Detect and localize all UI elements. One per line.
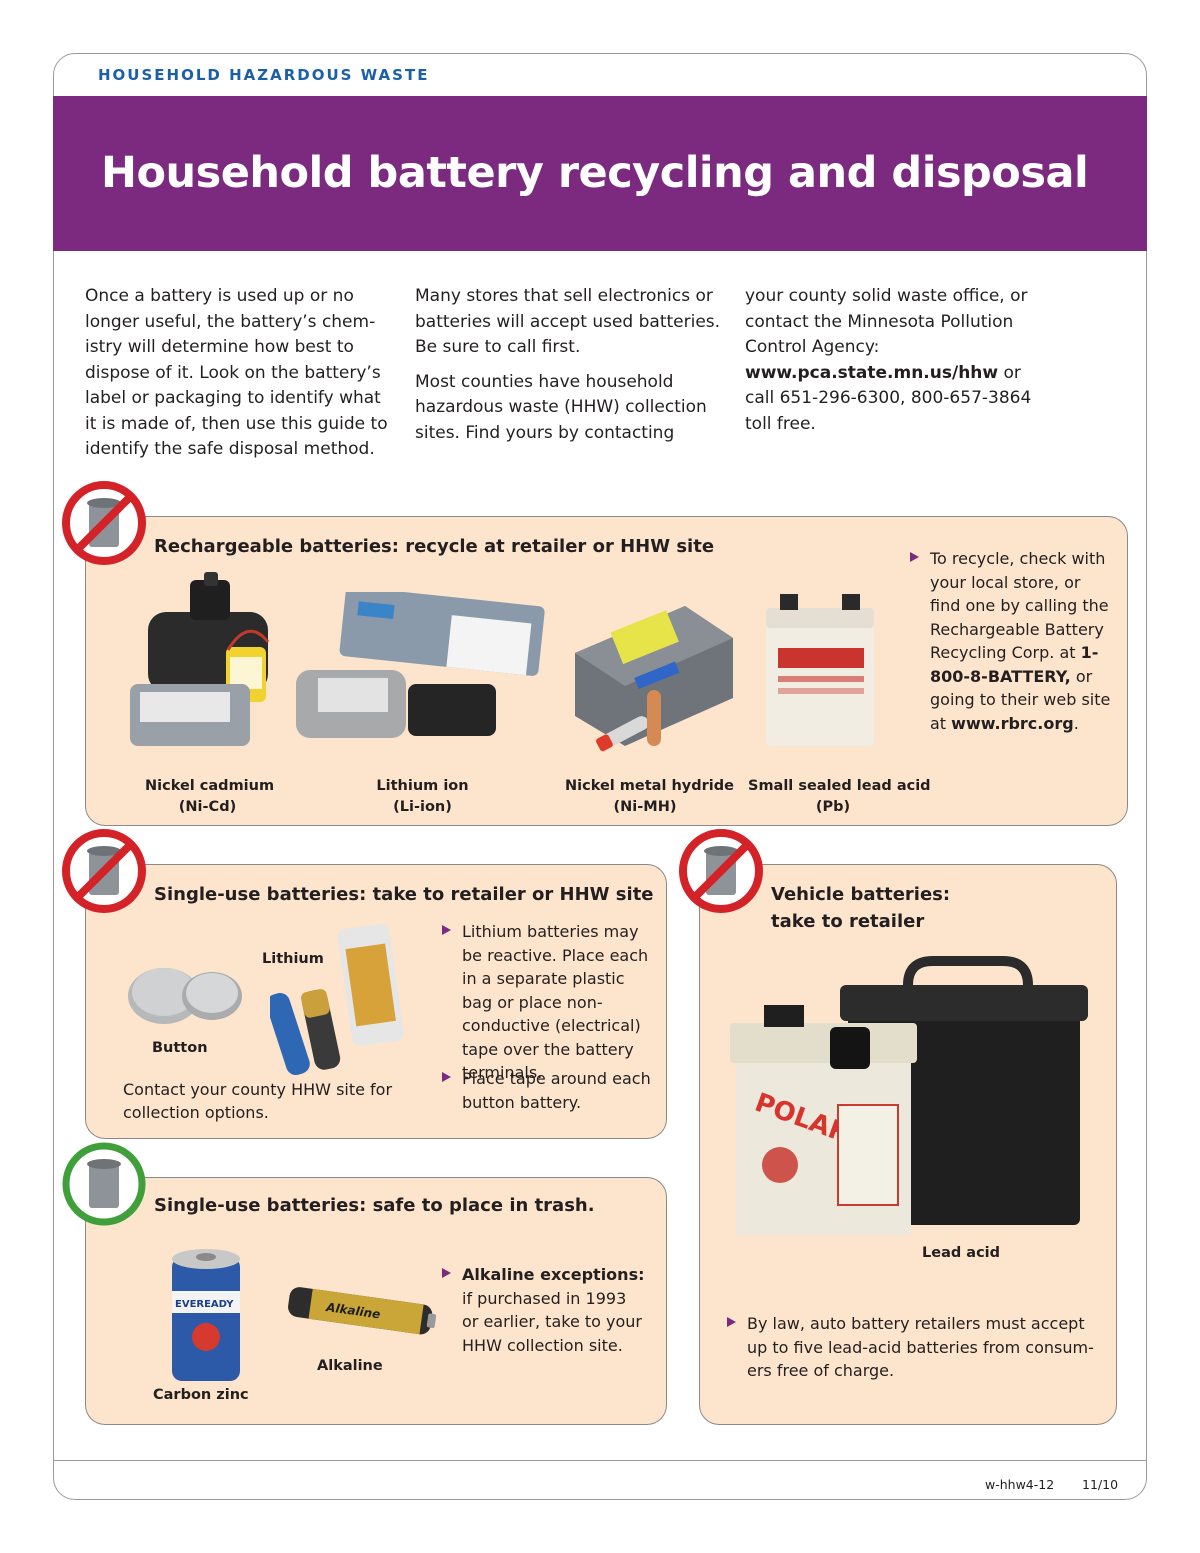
lithium-reactive-bullet: Lithium batteries may be reactive. Place… bbox=[442, 920, 657, 1085]
rbrc-link[interactable]: www.rbrc.org bbox=[951, 713, 1074, 733]
lithium-ion-photo bbox=[296, 592, 545, 738]
contact-hhw-note: Contact your county HHW site for collect… bbox=[123, 1080, 393, 1122]
no-trash-icon bbox=[62, 829, 146, 913]
bullet-arrow-icon bbox=[442, 1268, 451, 1278]
intro-text-2b: Most counties have household hazardous w… bbox=[415, 371, 707, 443]
nickel-cadmium-photo bbox=[130, 572, 270, 746]
lithium-label: Lithium bbox=[262, 951, 324, 967]
bullet-arrow-icon bbox=[442, 925, 451, 935]
page-title: Household battery recycling and disposal bbox=[101, 148, 1089, 198]
bullet-arrow-icon bbox=[910, 552, 919, 562]
rechargeable-title: Rechargeable batteries: recycle at retai… bbox=[154, 536, 715, 557]
intro-column-1: Once a battery is used up or no longer u… bbox=[85, 284, 395, 463]
alkaline-exception-bullet: Alkaline exceptions: if purchased in 199… bbox=[442, 1263, 647, 1357]
vehicle-title: Vehicle batteries: take to retailer bbox=[771, 884, 951, 932]
button-label: Button bbox=[152, 1040, 208, 1056]
bullet-arrow-icon bbox=[442, 1072, 451, 1082]
trash-title: Single-use batteries: safe to place in t… bbox=[154, 1195, 595, 1216]
lithium-battery-photo bbox=[270, 923, 404, 1076]
rechargeable-bullet: To recycle, check with your local store,… bbox=[910, 547, 1115, 735]
button-tape-bullet: Place tape around each button battery. bbox=[442, 1067, 657, 1114]
nickel-cadmium-caption: Nickel cadmium (Ni-Cd) bbox=[145, 778, 275, 815]
alkaline-label: Alkaline bbox=[317, 1358, 383, 1374]
intro-text-3b: or call 651-296-6300, 800-657-3864 toll … bbox=[745, 362, 1032, 434]
small-sealed-lead-acid-photo bbox=[766, 594, 874, 746]
eveready-brand: EVEREADY bbox=[175, 1299, 234, 1310]
footer-divider bbox=[53, 1460, 1147, 1461]
lithium-ion-caption: Lithium ion (Li-ion) bbox=[376, 778, 469, 815]
intro-column-3: your county solid waste office, or conta… bbox=[745, 284, 1045, 437]
carbon-zinc-label: Carbon zinc bbox=[153, 1387, 249, 1403]
mpca-link[interactable]: www.pca.state.mn.us/hhw bbox=[745, 362, 999, 383]
nickel-metal-hydride-caption: Nickel metal hydride (Ni-MH) bbox=[565, 778, 734, 815]
rbrc-phone: 1-800-8-BATTERY, bbox=[930, 643, 1099, 686]
bullet-arrow-icon bbox=[727, 1317, 736, 1327]
lead-acid-photo: POLARIS bbox=[730, 956, 1088, 1235]
intro-text-3a: your county solid waste office, or conta… bbox=[745, 286, 1028, 357]
trash-ok-icon bbox=[62, 1142, 146, 1226]
carbon-zinc-photo: EVEREADY bbox=[172, 1249, 240, 1381]
small-sealed-lead-acid-caption: Small sealed lead acid (Pb) bbox=[748, 778, 931, 815]
no-trash-icon bbox=[679, 829, 763, 913]
title-banner: Household battery recycling and disposal bbox=[53, 96, 1147, 251]
lead-acid-label: Lead acid bbox=[922, 1245, 1001, 1261]
section-kicker: HOUSEHOLD HAZARDOUS WASTE bbox=[98, 66, 430, 84]
no-trash-icon bbox=[62, 481, 146, 565]
intro-text-1: Once a battery is used up or no longer u… bbox=[85, 286, 388, 459]
document-code: w-hhw4-12 bbox=[985, 1477, 1055, 1492]
button-battery-photo bbox=[128, 968, 242, 1024]
vehicle-law-bullet: By law, auto battery retailers must acce… bbox=[727, 1312, 1097, 1383]
alkaline-photo: Alkaline bbox=[288, 1287, 437, 1335]
document-date: 11/10 bbox=[1082, 1477, 1119, 1492]
page-frame bbox=[53, 53, 1147, 1500]
nickel-metal-hydride-photo bbox=[575, 606, 733, 752]
intro-text-2a: Many stores that sell electronics or bat… bbox=[415, 286, 721, 357]
intro-column-2: Many stores that sell electronics or bat… bbox=[415, 284, 725, 446]
single-use-hazard-title: Single-use batteries: take to retailer o… bbox=[154, 884, 654, 905]
